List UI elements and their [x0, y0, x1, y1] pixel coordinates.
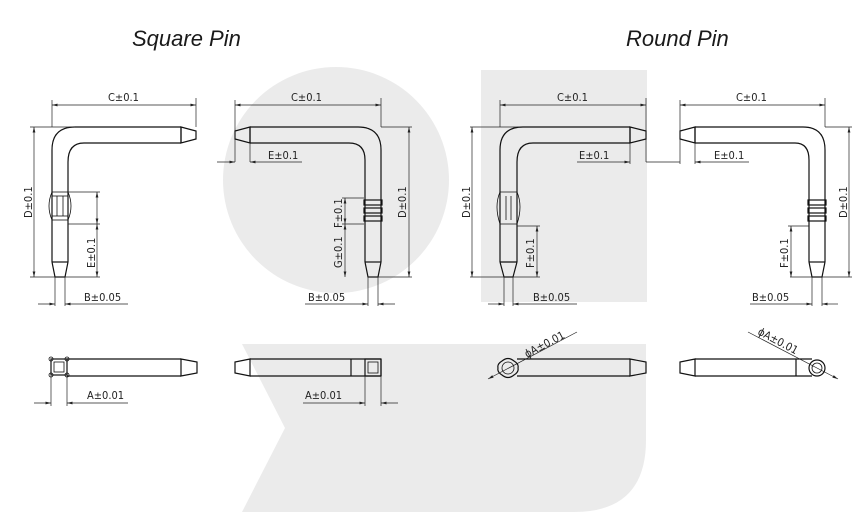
rd-left-f-label: F±0.1 — [524, 238, 537, 268]
sq-left-c-label: C±0.1 — [108, 91, 139, 104]
rd-right-f-label: F±0.1 — [778, 238, 791, 268]
sq-right-c-label: C±0.1 — [291, 91, 322, 104]
round-pin-title: Round Pin — [626, 26, 729, 51]
watermark-circle — [223, 67, 449, 293]
rd-left-d-label: D±0.1 — [460, 186, 473, 218]
round-pin-end-view-left — [487, 331, 647, 380]
sq-right-f-label: F±0.1 — [332, 198, 345, 228]
square-pin-side-view-left — [30, 98, 197, 306]
watermark — [223, 67, 647, 512]
watermark-chevron — [242, 344, 646, 512]
sq-right-g-label: G±0.1 — [332, 236, 345, 268]
rd-end-right-a-label: ϕA±0.01 — [756, 325, 801, 357]
rd-right-e-label: E±0.1 — [714, 149, 744, 162]
sq-end-left-a-label: A±0.01 — [87, 389, 124, 402]
rd-right-b-label: B±0.05 — [752, 291, 789, 304]
sq-end-right-a-label: A±0.01 — [305, 389, 342, 402]
sq-right-e-label: E±0.1 — [268, 149, 298, 162]
rd-right-d-label: D±0.1 — [837, 186, 850, 218]
sq-left-b-label: B±0.05 — [84, 291, 121, 304]
round-pin-side-view-left — [470, 98, 680, 306]
rd-left-e-label: E±0.1 — [579, 149, 609, 162]
square-pin-side-view-right — [217, 98, 412, 306]
sq-right-b-label: B±0.05 — [308, 291, 345, 304]
sq-left-e-label: E±0.1 — [85, 238, 98, 268]
sq-right-d-label: D±0.1 — [396, 186, 409, 218]
sq-left-d-label: D±0.1 — [22, 186, 35, 218]
square-pin-end-view-left — [34, 356, 198, 406]
square-pin-end-view-right — [234, 358, 398, 406]
round-pin-side-view-right — [679, 98, 852, 306]
round-pin-end-view-right — [679, 331, 839, 380]
rd-left-c-label: C±0.1 — [557, 91, 588, 104]
square-pin-title: Square Pin — [132, 26, 241, 51]
watermark-rect — [481, 70, 647, 302]
rd-left-b-label: B±0.05 — [533, 291, 570, 304]
rd-right-c-label: C±0.1 — [736, 91, 767, 104]
